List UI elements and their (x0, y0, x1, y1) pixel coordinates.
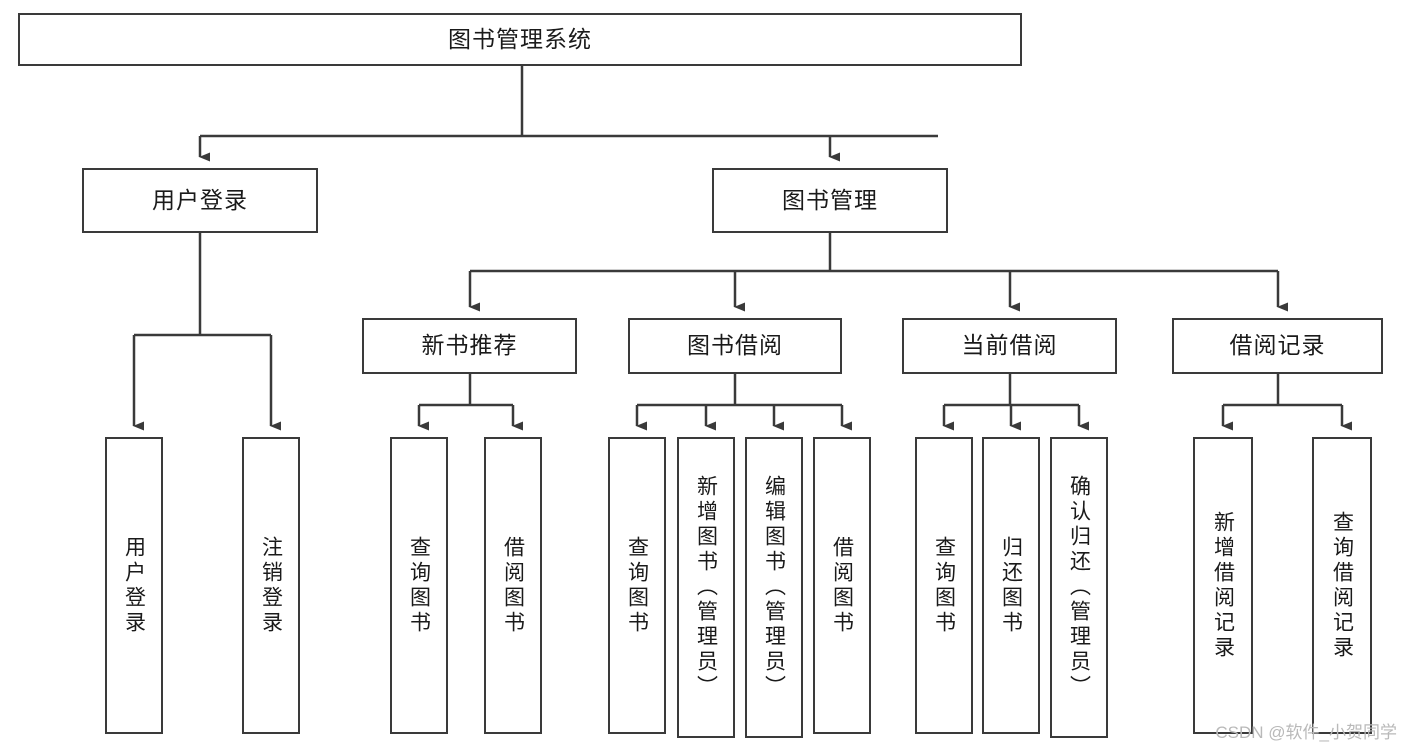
node-user-login[interactable]: 用户登录 (82, 168, 318, 233)
node-leaf-record-query-label: 查询借阅记录 (1330, 510, 1354, 661)
node-leaf-newbook-query[interactable]: 查询图书 (390, 437, 448, 734)
node-leaf-book-borrow-label: 借阅图书 (830, 535, 854, 636)
node-book-manage[interactable]: 图书管理 (712, 168, 948, 233)
node-leaf-confirm-return-label: 确认归还（管理员） (1067, 475, 1091, 700)
node-book-manage-label: 图书管理 (782, 186, 878, 213)
node-leaf-user-login-label: 用户登录 (122, 535, 146, 636)
node-book-borrow-label: 图书借阅 (687, 332, 783, 359)
node-leaf-return-book[interactable]: 归还图书 (982, 437, 1040, 734)
node-current-borrow[interactable]: 当前借阅 (902, 318, 1117, 374)
node-leaf-record-add[interactable]: 新增借阅记录 (1193, 437, 1253, 734)
node-leaf-book-borrow[interactable]: 借阅图书 (813, 437, 871, 734)
node-leaf-return-book-label: 归还图书 (999, 535, 1023, 636)
node-leaf-borrow-query[interactable]: 查询图书 (608, 437, 666, 734)
node-new-book-label: 新书推荐 (421, 332, 518, 359)
node-leaf-newbook-query-label: 查询图书 (407, 535, 431, 636)
node-leaf-borrow-query-label: 查询图书 (625, 535, 649, 636)
node-leaf-logout[interactable]: 注销登录 (242, 437, 300, 734)
node-leaf-record-add-label: 新增借阅记录 (1211, 510, 1235, 661)
node-borrow-record-label: 借阅记录 (1229, 332, 1326, 359)
node-leaf-logout-label: 注销登录 (259, 535, 283, 636)
node-root-label: 图书管理系统 (448, 25, 592, 52)
node-current-borrow-label: 当前借阅 (961, 332, 1058, 359)
node-leaf-newbook-borrow-label: 借阅图书 (501, 535, 525, 636)
node-leaf-record-query[interactable]: 查询借阅记录 (1312, 437, 1372, 734)
node-user-login-label: 用户登录 (152, 186, 248, 213)
node-leaf-confirm-return[interactable]: 确认归还（管理员） (1050, 437, 1108, 738)
node-leaf-book-edit-label: 编辑图书（管理员） (762, 475, 786, 700)
node-borrow-record[interactable]: 借阅记录 (1172, 318, 1383, 374)
node-leaf-user-login[interactable]: 用户登录 (105, 437, 163, 734)
node-leaf-newbook-borrow[interactable]: 借阅图书 (484, 437, 542, 734)
node-leaf-current-query[interactable]: 查询图书 (915, 437, 973, 734)
node-leaf-current-query-label: 查询图书 (932, 535, 956, 636)
node-leaf-book-add-label: 新增图书（管理员） (694, 475, 718, 700)
node-book-borrow[interactable]: 图书借阅 (628, 318, 842, 374)
node-leaf-book-add[interactable]: 新增图书（管理员） (677, 437, 735, 738)
node-leaf-book-edit[interactable]: 编辑图书（管理员） (745, 437, 803, 738)
node-root[interactable]: 图书管理系统 (18, 13, 1022, 66)
node-new-book[interactable]: 新书推荐 (362, 318, 577, 374)
